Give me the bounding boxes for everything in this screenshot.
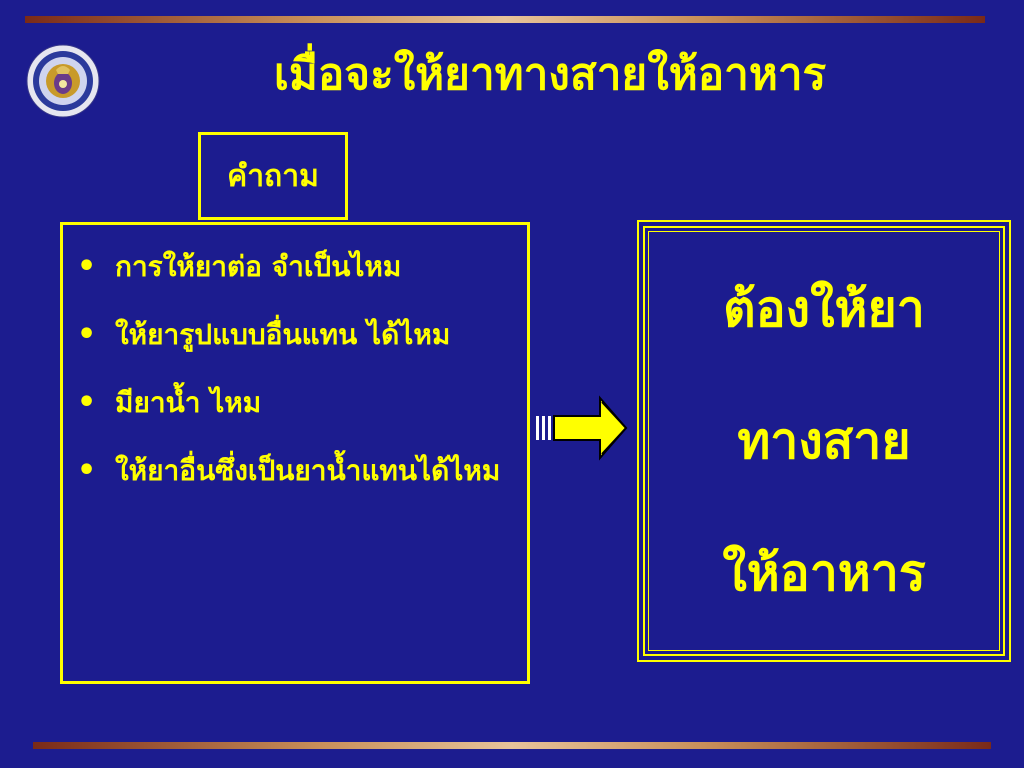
- answer-content: ต้องให้ยา ทางสาย ให้อาหาร: [648, 231, 1000, 651]
- list-item: • การให้ยาต่อ จำเป็นไหม: [77, 239, 521, 295]
- bullet: •: [77, 385, 97, 420]
- answer-line: ทางสาย: [737, 412, 911, 470]
- question-text: ให้ยาอื่นซึ่งเป็นยาน้ำแทนได้ไหม: [115, 454, 501, 487]
- right-arrow-icon: [536, 395, 628, 461]
- bullet: •: [77, 453, 97, 488]
- question-label: คำถาม: [198, 132, 348, 220]
- bullet: •: [77, 249, 97, 284]
- university-seal-icon: [26, 44, 100, 118]
- question-list-box: • การให้ยาต่อ จำเป็นไหม • ให้ยารูปแบบอื่…: [60, 222, 530, 684]
- answer-line: ต้องให้ยา: [723, 280, 925, 338]
- answer-box-border: ต้องให้ยา ทางสาย ให้อาหาร: [643, 226, 1005, 656]
- list-item: • มียาน้ำ ไหม: [77, 375, 521, 431]
- answer-box: ต้องให้ยา ทางสาย ให้อาหาร: [637, 220, 1011, 662]
- question-list: • การให้ยาต่อ จำเป็นไหม • ให้ยารูปแบบอื่…: [63, 225, 527, 499]
- question-text: การให้ยาต่อ จำเป็นไหม: [115, 250, 402, 283]
- bullet: •: [77, 317, 97, 352]
- bottom-divider-rule: [33, 742, 991, 749]
- question-text: ให้ยารูปแบบอื่นแทน ได้ไหม: [115, 318, 451, 351]
- top-divider-rule: [25, 16, 985, 23]
- answer-line: ให้อาหาร: [722, 544, 926, 602]
- slide-title: เมื่อจะให้ยาทางสายให้อาหาร: [273, 49, 827, 100]
- question-text: มียาน้ำ ไหม: [115, 386, 262, 419]
- list-item: • ให้ยาอื่นซึ่งเป็นยาน้ำแทนได้ไหม: [77, 443, 521, 499]
- list-item: • ให้ยารูปแบบอื่นแทน ได้ไหม: [77, 307, 521, 363]
